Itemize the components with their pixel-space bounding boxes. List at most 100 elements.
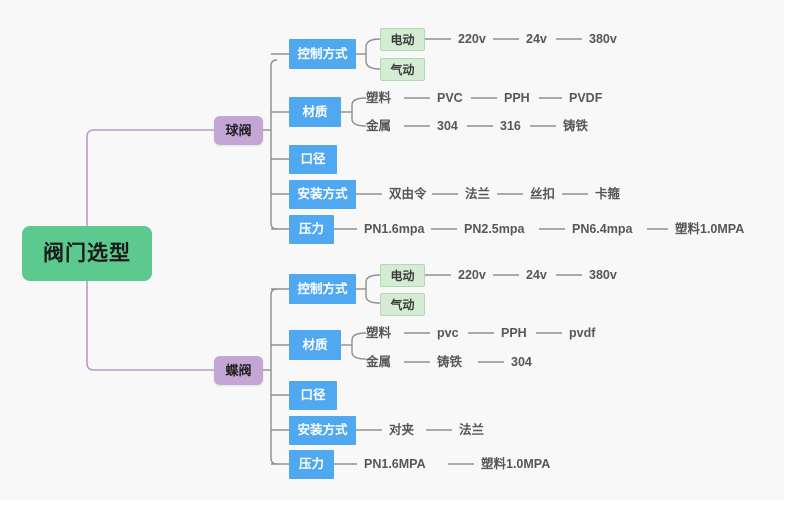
leaf-0-3-2[interactable]: 丝扣 [530, 188, 555, 201]
leaf-label: PN2.5mpa [464, 221, 525, 236]
leaf-0-4-0[interactable]: PN1.6mpa [364, 223, 424, 236]
category-node-1-3-label: 安装方式 [297, 423, 348, 438]
category-node-0-1[interactable]: 材质 [289, 97, 341, 127]
leaf-1-3-0[interactable]: 对夹 [389, 424, 414, 437]
leaf-label: 法兰 [459, 422, 485, 437]
leaf-1-4-0[interactable]: PN1.6MPA [364, 458, 426, 471]
row-label-1-1-1[interactable]: 金属 [366, 356, 391, 369]
subnode-1-0-0[interactable]: 电动 [380, 264, 425, 287]
subnode-1-0-0-label: 电动 [390, 268, 415, 283]
leaf-label: 塑料1.0MPA [675, 221, 745, 236]
leaf-label: 316 [500, 118, 521, 133]
leaf-1-1-1-1[interactable]: 304 [511, 356, 532, 369]
branch-node-1[interactable]: 蝶阀 [214, 356, 263, 385]
leaf-label: PPH [504, 90, 530, 105]
leaf-label: 法兰 [465, 186, 491, 201]
branch-node-1-label: 蝶阀 [225, 363, 252, 378]
leaf-1-1-1-0[interactable]: 铸铁 [437, 356, 462, 369]
leaf-1-0-0-0[interactable]: 220v [458, 269, 486, 282]
leaf-label: 卡箍 [595, 186, 621, 201]
leaf-1-0-0-2[interactable]: 380v [589, 269, 617, 282]
leaf-0-0-0-2[interactable]: 380v [589, 33, 617, 46]
leaf-0-1-0-0[interactable]: PVC [437, 92, 463, 105]
leaf-0-0-0-0[interactable]: 220v [458, 33, 486, 46]
category-node-1-2-label: 口径 [300, 388, 326, 403]
category-node-0-3[interactable]: 安装方式 [289, 180, 356, 209]
subnode-0-0-1[interactable]: 气动 [380, 58, 425, 81]
subnode-0-0-0[interactable]: 电动 [380, 28, 425, 51]
leaf-label: PN1.6MPA [364, 456, 426, 471]
category-node-1-0-label: 控制方式 [297, 281, 348, 296]
category-node-0-0-label: 控制方式 [297, 46, 348, 61]
leaf-label: PVC [437, 90, 463, 105]
leaf-0-3-3[interactable]: 卡箍 [595, 188, 620, 201]
leaf-0-0-0-1[interactable]: 24v [526, 33, 547, 46]
category-node-0-3-label: 安装方式 [297, 187, 348, 202]
category-node-0-1-label: 材质 [302, 104, 328, 119]
category-node-1-4-label: 压力 [298, 457, 324, 472]
leaf-1-1-0-0[interactable]: pvc [437, 327, 459, 340]
leaf-label: 24v [526, 267, 547, 282]
leaf-1-0-0-1[interactable]: 24v [526, 269, 547, 282]
row-label-0-1-1[interactable]: 金属 [366, 120, 391, 133]
leaf-0-4-3[interactable]: 塑料1.0MPA [675, 223, 744, 236]
leaf-label: pvdf [569, 325, 596, 340]
leaf-label: 铸铁 [437, 354, 463, 369]
leaf-0-4-1[interactable]: PN2.5mpa [464, 223, 524, 236]
leaf-label: 220v [458, 31, 486, 46]
leaf-0-1-0-1[interactable]: PPH [504, 92, 530, 105]
leaf-label: PVDF [569, 90, 603, 105]
category-node-1-2[interactable]: 口径 [289, 381, 337, 410]
row-label-0-1-0[interactable]: 塑料 [366, 92, 391, 105]
leaf-0-1-1-0[interactable]: 304 [437, 120, 458, 133]
leaf-1-1-0-2[interactable]: pvdf [569, 327, 595, 340]
category-node-0-4[interactable]: 压力 [289, 215, 334, 244]
leaf-0-1-0-2[interactable]: PVDF [569, 92, 602, 105]
leaf-1-4-1[interactable]: 塑料1.0MPA [481, 458, 550, 471]
leaf-0-3-0[interactable]: 双由令 [389, 188, 427, 201]
row-label-1-1-0[interactable]: 塑料 [366, 327, 391, 340]
subnode-0-0-0-label: 电动 [390, 32, 415, 47]
category-node-0-0[interactable]: 控制方式 [289, 39, 356, 69]
leaf-label: PN1.6mpa [364, 221, 425, 236]
category-node-0-2-label: 口径 [300, 152, 326, 167]
leaf-label: 380v [589, 267, 617, 282]
leaf-label: PPH [501, 325, 527, 340]
leaf-label: 380v [589, 31, 617, 46]
subnode-0-0-1-label: 气动 [390, 62, 415, 77]
leaf-0-1-1-1[interactable]: 316 [500, 120, 521, 133]
branch-node-0-label: 球阀 [225, 123, 252, 138]
leaf-0-3-1[interactable]: 法兰 [465, 188, 490, 201]
root-node[interactable]: 阀门选型 [22, 226, 152, 281]
category-node-1-4[interactable]: 压力 [289, 450, 334, 479]
leaf-0-4-2[interactable]: PN6.4mpa [572, 223, 632, 236]
leaf-label: 双由令 [389, 186, 427, 201]
category-node-1-1-label: 材质 [302, 337, 328, 352]
subnode-1-0-1-label: 气动 [390, 297, 415, 312]
leaf-label: pvc [437, 325, 459, 340]
root-node-label: 阀门选型 [43, 242, 131, 265]
category-node-0-4-label: 压力 [298, 222, 324, 237]
branch-node-0[interactable]: 球阀 [214, 116, 263, 145]
leaf-1-3-1[interactable]: 法兰 [459, 424, 484, 437]
leaf-0-1-1-2[interactable]: 铸铁 [563, 120, 588, 133]
row-label: 金属 [366, 118, 392, 133]
leaf-label: 304 [511, 354, 532, 369]
category-node-1-3[interactable]: 安装方式 [289, 416, 356, 445]
category-node-1-1[interactable]: 材质 [289, 330, 341, 360]
subnode-1-0-1[interactable]: 气动 [380, 293, 425, 316]
leaf-label: 220v [458, 267, 486, 282]
leaf-1-1-0-1[interactable]: PPH [501, 327, 527, 340]
category-node-0-2[interactable]: 口径 [289, 145, 337, 174]
leaf-label: 丝扣 [530, 186, 556, 201]
row-label: 塑料 [366, 90, 392, 105]
leaf-label: PN6.4mpa [572, 221, 633, 236]
row-label: 塑料 [366, 325, 392, 340]
category-node-1-0[interactable]: 控制方式 [289, 274, 356, 304]
leaf-label: 对夹 [389, 422, 415, 437]
row-label: 金属 [366, 354, 392, 369]
leaf-label: 304 [437, 118, 458, 133]
leaf-label: 24v [526, 31, 547, 46]
leaf-label: 铸铁 [563, 118, 589, 133]
